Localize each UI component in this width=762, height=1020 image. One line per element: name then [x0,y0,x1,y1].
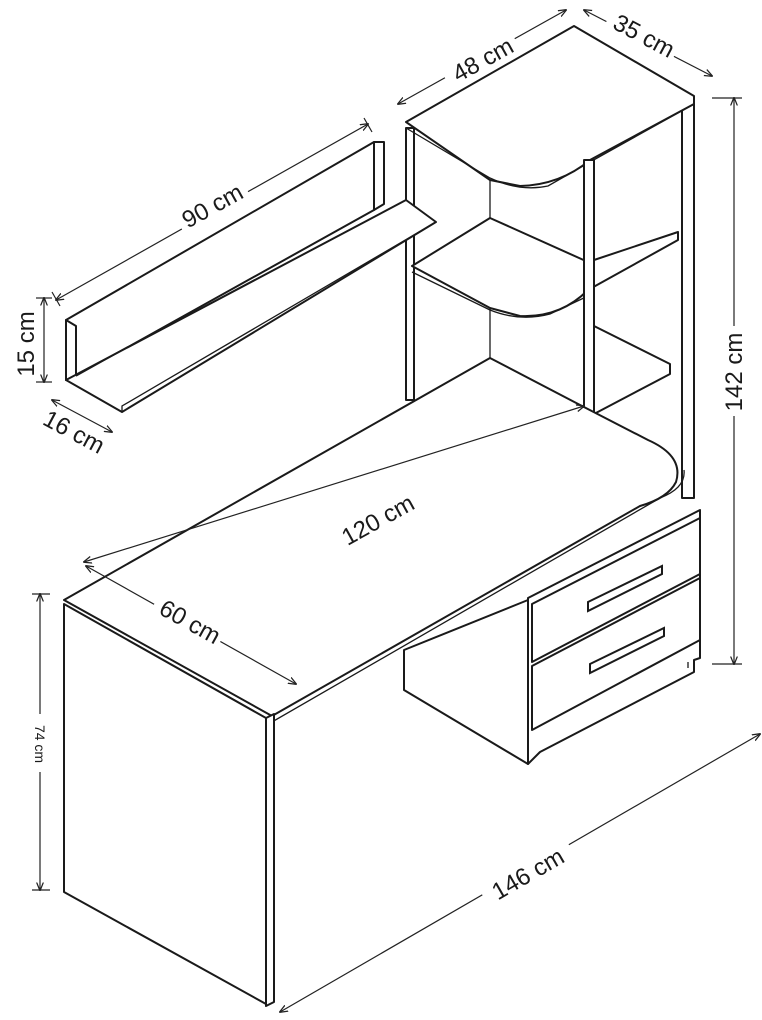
drawer-handle-top [587,564,663,613]
label-shelf-height: 15 cm [13,311,40,376]
label-total-height: 142 cm [721,333,748,412]
label-shelf-depth: 16 cm [39,405,109,460]
wall-shelf [65,141,437,413]
dim-line-desk-length [84,406,584,562]
label-desk-height: 74 cm [32,725,48,763]
tower-middle-shelf [411,217,679,318]
drawer-pedestal [403,509,701,765]
drawer-handle-bottom [589,626,665,675]
tower-lower-shelf [593,325,671,415]
